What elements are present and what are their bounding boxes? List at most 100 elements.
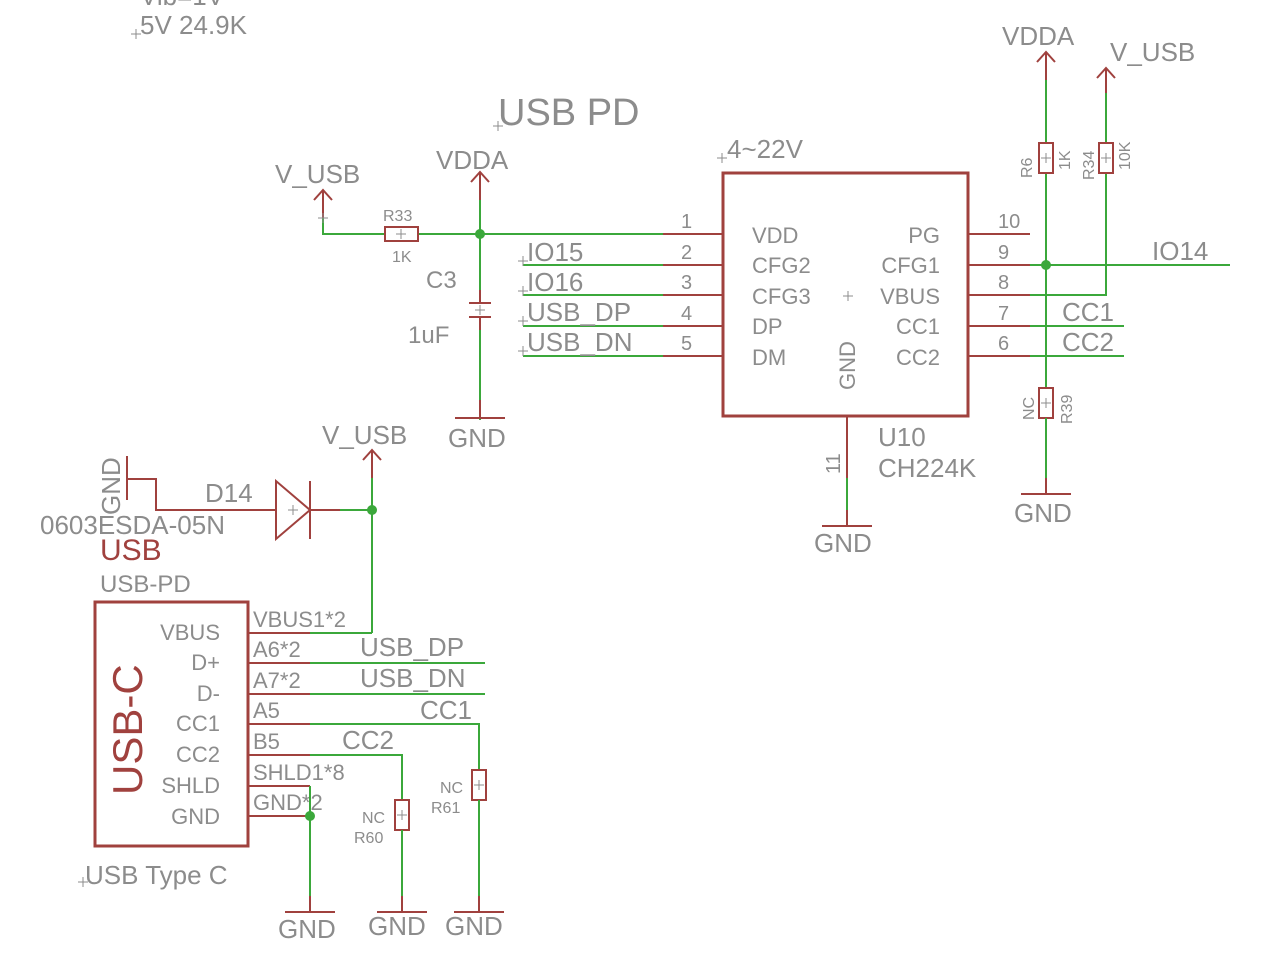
u10-pin-name: CC2 (896, 345, 940, 370)
io15-net-label: IO15 (527, 237, 583, 267)
u10-pin-num: 4 (681, 303, 692, 325)
u10-pin-num: 3 (681, 272, 692, 294)
u10-pin-name: CFG3 (752, 284, 811, 309)
gnd-label: GND (814, 528, 872, 558)
u10-pin-num: 9 (998, 242, 1009, 264)
usb-pin-name: CC1 (176, 711, 220, 736)
u10-pin-name: VBUS (880, 284, 940, 309)
u10-pin-num: 1 (681, 211, 692, 233)
r39-value: NC (1021, 397, 1038, 420)
r61-value: NC (440, 780, 463, 797)
sheet-title: USB PD (498, 92, 639, 134)
r39-resistor[interactable]: NC R39 (1021, 387, 1076, 424)
u10-pin-num: 10 (998, 211, 1020, 233)
usb-pad-label: SHLD1*8 (253, 760, 345, 785)
r61-designator: R61 (431, 800, 460, 817)
top-fragment-text-2: 5V 24.9K (140, 10, 248, 40)
u10-part-value: CH224K (878, 453, 977, 483)
gnd-symbol: GND (368, 896, 427, 941)
v-usb-power-symbol: V_USB (275, 159, 360, 223)
gnd-label: GND (1014, 498, 1072, 528)
gnd-symbol: GND (448, 400, 506, 453)
origin-cross (493, 121, 503, 131)
v-usb-power-symbol-2: V_USB (1096, 37, 1195, 93)
r34-resistor[interactable]: R34 10K (1081, 141, 1134, 180)
cc1-net-label: CC1 (420, 695, 472, 725)
usb-pad-label: VBUS1*2 (253, 607, 346, 632)
u10-pin-num: 2 (681, 242, 692, 264)
usb-pad-label: GND*2 (253, 790, 323, 815)
u10-chip[interactable]: 4~22V 1 2 3 4 5 VDD CFG2 CFG3 DP DM PG C… (663, 134, 1030, 483)
junction-dot (305, 811, 315, 821)
r39-designator: R39 (1059, 395, 1076, 424)
usb-part-value: USB-PD (100, 571, 191, 598)
usb-pin-name: SHLD (161, 773, 220, 798)
u10-pin-num: 11 (823, 453, 845, 474)
cc2-wire-2 (310, 754, 403, 800)
cc2-net-label: CC2 (342, 725, 394, 755)
v-usb-label: V_USB (322, 420, 407, 450)
vdda-power-symbol-2: VDDA (1002, 21, 1075, 80)
vbus-sense-wire (1030, 173, 1107, 296)
r6-resistor[interactable]: R6 1K (1019, 142, 1074, 178)
v-usb-power-symbol-3: V_USB (322, 420, 407, 478)
u10-pin-name: CFG2 (752, 253, 811, 278)
u10-pin-name: CFG1 (881, 253, 940, 278)
r33-resistor[interactable]: R33 1K (383, 208, 419, 266)
v-usb-label: V_USB (1110, 37, 1195, 67)
usb-c-connector[interactable]: USB USB-PD USB-C USB Type C VBUS D+ D- C… (78, 534, 346, 890)
d14-part-value: 0603ESDA-05N (40, 510, 225, 540)
io16-net-label: IO16 (527, 267, 583, 297)
gnd-label: GND (445, 911, 503, 941)
junction-dot (475, 229, 485, 239)
u10-pin-num: 8 (998, 272, 1009, 294)
r60-resistor[interactable]: NC R60 (354, 799, 410, 847)
r60-value: NC (362, 810, 385, 827)
d14-esd-diode[interactable]: D14 0603ESDA-05N GND (40, 456, 340, 542)
u10-pin-num: 7 (998, 303, 1009, 325)
usb-dn-net-label: USB_DN (360, 663, 465, 693)
junction-dot (1041, 260, 1051, 270)
io14-net-label: IO14 (1152, 236, 1208, 266)
gnd-symbol: GND (1014, 478, 1072, 528)
usb-dp-net-label: USB_DP (360, 632, 464, 662)
r34-designator: R34 (1081, 151, 1098, 180)
r61-resistor[interactable]: NC R61 (431, 769, 487, 817)
vdda-label: VDDA (436, 145, 509, 175)
usb-pin-name: VBUS (160, 620, 220, 645)
r34-value: 10K (1117, 141, 1134, 170)
d14-gnd-label: GND (96, 457, 126, 515)
usb-pad-label: A7*2 (253, 668, 301, 693)
u10-pin-name: DM (752, 345, 786, 370)
usb-pin-name: GND (171, 804, 220, 829)
c3-capacitor[interactable]: C3 1uF (408, 267, 491, 349)
usb-c-body-label: USB-C (104, 664, 151, 795)
gnd-symbol: GND (278, 896, 336, 944)
c3-value: 1uF (408, 322, 449, 349)
v-usb-label: V_USB (275, 159, 360, 189)
v-usb-wire (322, 218, 385, 235)
u10-pin-name: DP (752, 314, 783, 339)
d14-designator: D14 (205, 478, 253, 508)
usb-dp-net-label: USB_DP (527, 297, 631, 327)
u10-voltage-note: 4~22V (727, 134, 804, 164)
usb-pin-name: D+ (191, 650, 220, 675)
vdda-label: VDDA (1002, 21, 1075, 51)
usb-pad-label: A5 (253, 698, 280, 723)
r6-designator: R6 (1019, 157, 1036, 178)
top-fragment-text: Vib=1V (140, 0, 225, 11)
usb-dn-net-label: USB_DN (527, 327, 632, 357)
gnd-symbol: GND (814, 510, 872, 558)
usb-pad-label: B5 (253, 729, 280, 754)
usb-pad-label: A6*2 (253, 637, 301, 662)
cc2-net-label: CC2 (1062, 327, 1114, 357)
u10-pin-num: 6 (998, 333, 1009, 355)
gnd-label: GND (278, 914, 336, 944)
u10-pin-name: VDD (752, 223, 798, 248)
cc1-net-label: CC1 (1062, 297, 1114, 327)
c3-designator: C3 (426, 267, 457, 294)
usb-pin-name: CC2 (176, 742, 220, 767)
usb-pin-name: D- (197, 681, 220, 706)
r33-value: 1K (392, 249, 412, 266)
